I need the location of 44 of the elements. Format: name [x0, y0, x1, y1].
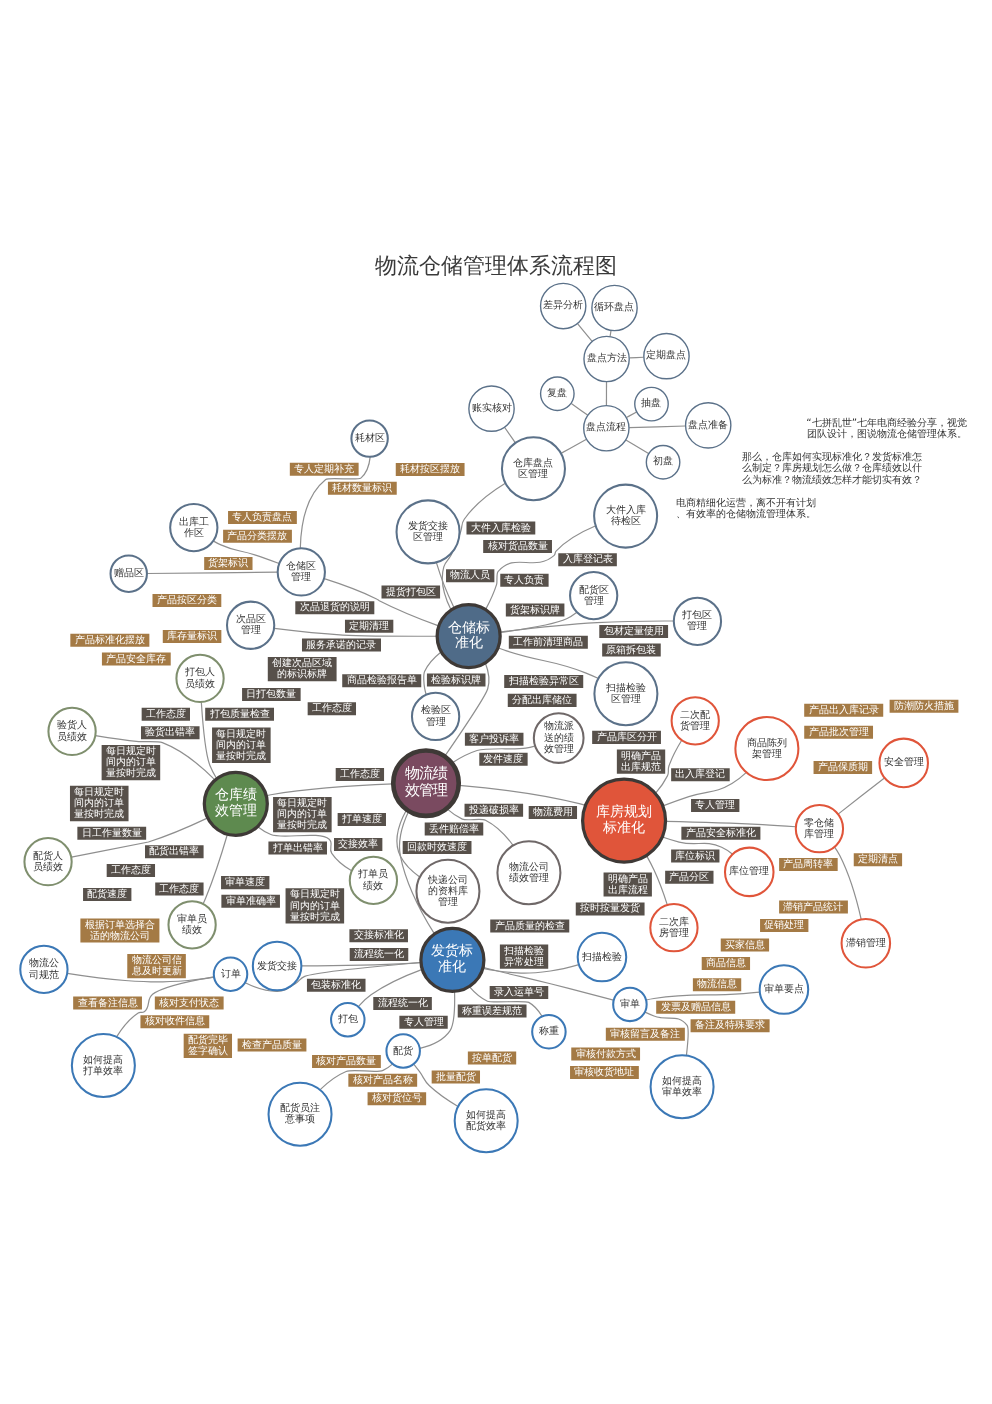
diagram-title: 物流仓储管理体系流程图 — [375, 253, 617, 280]
connector — [200, 701, 218, 780]
connector — [482, 964, 580, 974]
connector — [834, 846, 862, 920]
connector — [265, 783, 394, 797]
connector — [625, 439, 650, 455]
connector — [499, 611, 578, 634]
connector — [299, 456, 371, 549]
connector — [605, 381, 608, 406]
connector — [357, 968, 423, 1008]
connector — [645, 991, 761, 1001]
connector — [423, 651, 442, 696]
connector — [497, 647, 599, 679]
connector — [396, 809, 421, 878]
connector — [116, 976, 215, 1038]
connector — [146, 571, 278, 575]
connector — [499, 620, 675, 633]
connector — [662, 771, 747, 807]
connector — [837, 777, 886, 815]
connector — [468, 986, 543, 1017]
connector — [435, 561, 455, 609]
connector — [645, 855, 668, 906]
connector — [661, 836, 734, 855]
connector — [419, 991, 456, 1050]
connector — [212, 540, 280, 565]
connector — [628, 425, 687, 429]
connector — [644, 1011, 689, 1056]
connector — [570, 402, 589, 416]
connector — [444, 662, 490, 757]
connector — [66, 972, 215, 983]
connector — [458, 784, 586, 806]
connector — [577, 323, 593, 342]
connector — [273, 627, 438, 637]
connector — [257, 826, 353, 872]
connector — [398, 810, 435, 935]
connector — [413, 1063, 459, 1108]
connector — [665, 820, 797, 828]
connector — [560, 438, 588, 454]
connector — [300, 962, 422, 967]
connector — [446, 808, 514, 846]
connector — [202, 833, 229, 905]
connector — [625, 411, 638, 419]
connector — [504, 426, 516, 444]
connector — [441, 482, 506, 611]
